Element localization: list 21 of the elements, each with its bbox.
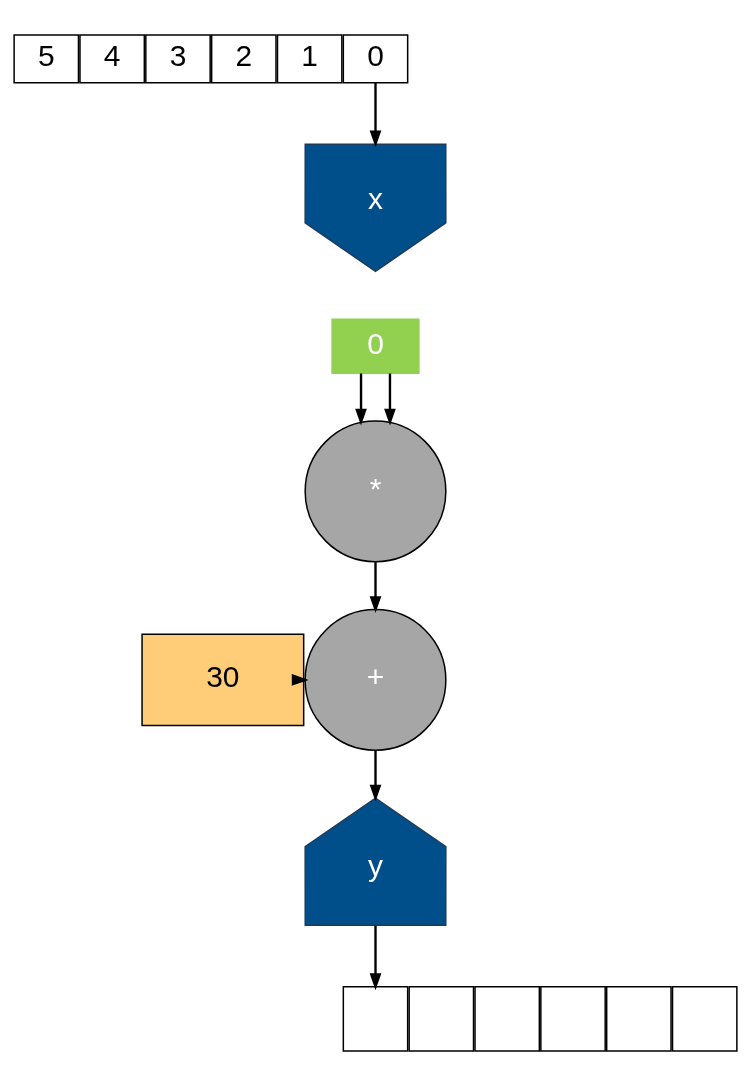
node-box: 2 [210,33,277,84]
node-box: 1 [276,33,343,84]
node-box [342,985,409,1052]
node-box [408,985,475,1052]
node-box: 5 [13,33,80,84]
node-box [671,985,738,1052]
arrow [369,82,382,147]
arrow [369,925,382,990]
node-box: 0 [331,318,420,374]
arrow [291,673,309,686]
node-box [605,985,672,1052]
arrow [355,373,367,426]
arrow [369,750,382,802]
arrow [384,373,396,426]
node-box: 0 [342,33,409,84]
node-box: 3 [145,33,211,84]
node-box [540,985,606,1052]
node-circle: * [304,419,447,562]
node-box: 4 [79,33,146,84]
arrow [369,561,382,613]
node-box [474,985,541,1052]
